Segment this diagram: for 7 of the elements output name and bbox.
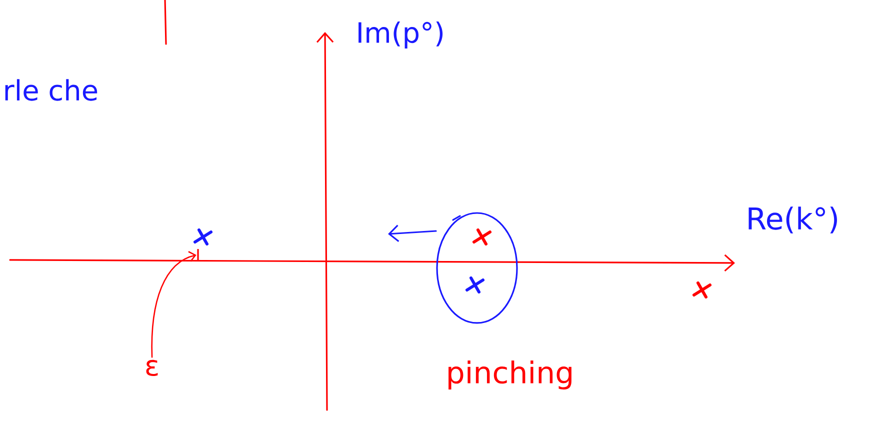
handwritten-label: rle che [5, 79, 98, 101]
handwritten-label: Im(p°) [358, 21, 443, 49]
epsilon-label: ε [146, 360, 158, 376]
tick-mark [197, 249, 199, 261]
leader-line [151, 251, 196, 358]
handwritten-label: Re(k°) [748, 206, 837, 234]
handwritten-label: pinching [448, 360, 572, 390]
